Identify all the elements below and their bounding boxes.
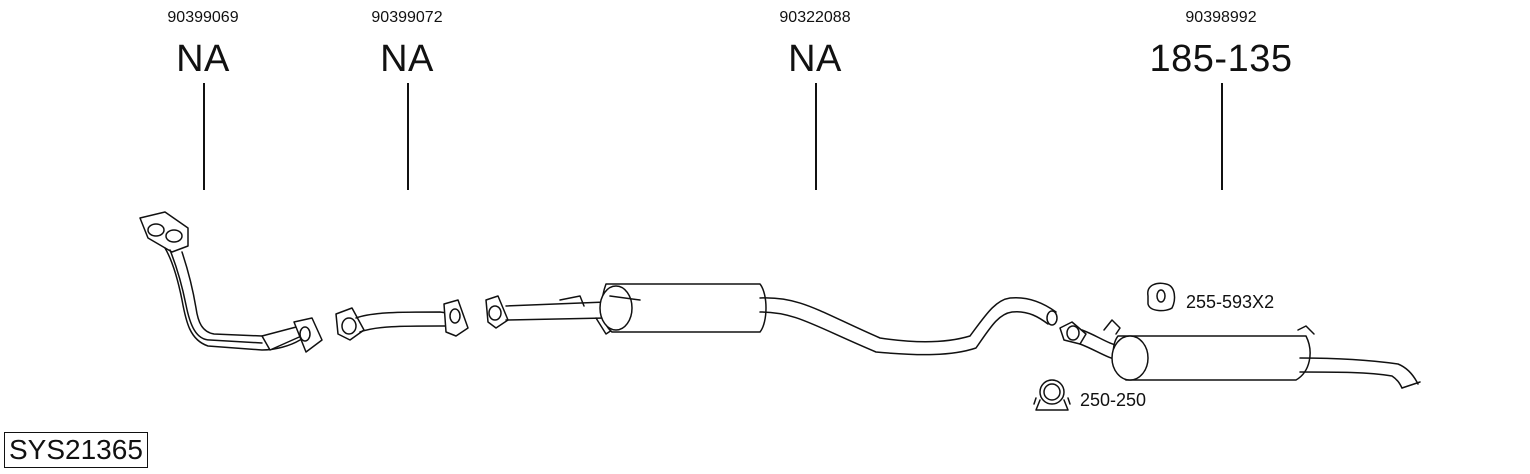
pipe-clamp-icon	[1033, 379, 1071, 411]
part-number-4: 90398992	[1185, 9, 1257, 26]
leader-line-3	[815, 83, 817, 190]
front-pipe-drawing	[139, 211, 323, 353]
system-id-label: SYS21365	[4, 432, 148, 468]
part-number-2: 90399072	[371, 9, 443, 26]
part-number-1: 90399069	[167, 9, 239, 26]
center-silencer-drawing	[485, 283, 1058, 356]
rubber-hanger-icon	[1147, 282, 1176, 312]
part-code-1: NA	[176, 38, 230, 80]
leader-line-4	[1221, 83, 1223, 190]
intermediate-pipe-drawing	[335, 299, 469, 341]
part-code-3: NA	[788, 38, 842, 80]
leader-line-1	[203, 83, 205, 190]
part-code-4: 185-135	[1149, 38, 1293, 80]
clamp-code-label: 250-250	[1080, 390, 1147, 410]
part-code-2: NA	[380, 38, 434, 80]
leader-line-2	[407, 83, 409, 190]
hanger-code-label: 255-593X2	[1186, 292, 1275, 312]
rear-silencer-drawing	[1059, 319, 1421, 389]
part-number-3: 90322088	[779, 9, 851, 26]
